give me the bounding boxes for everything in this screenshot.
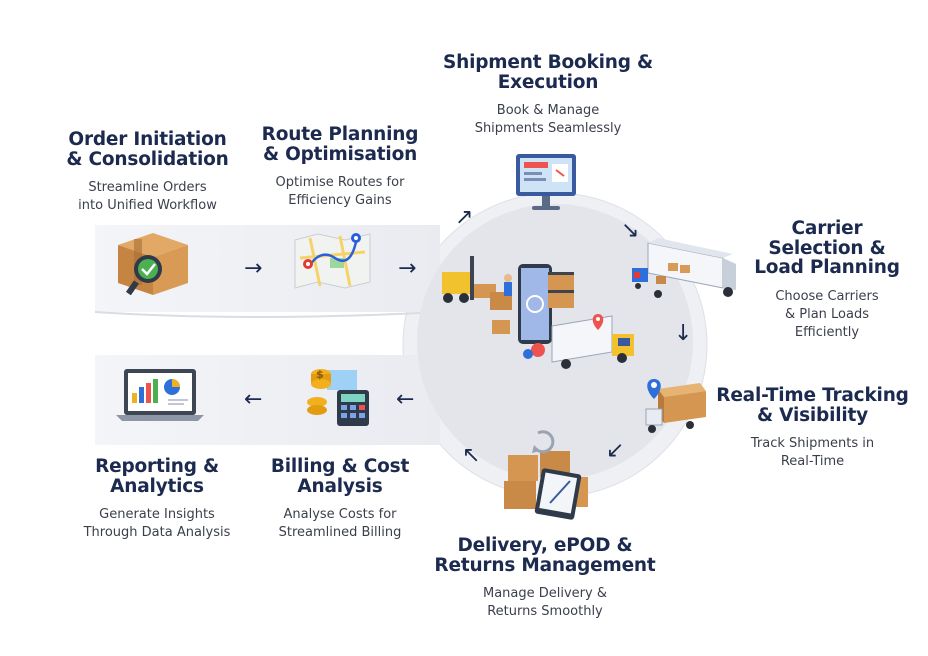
title-line: Delivery, ePOD & (457, 535, 633, 556)
title-line: Shipment Booking & (443, 52, 653, 73)
stage-description: Book & Manage Shipments Seamlessly (432, 102, 664, 138)
warehouse-logistics-icon (442, 256, 634, 369)
stage-carrier-selection: Carrier Selection & Load Planning Choose… (742, 219, 912, 342)
stage-shipment-booking: Shipment Booking & Execution Book & Mana… (432, 53, 664, 138)
title-line: Carrier (791, 218, 863, 239)
title-line: Order Initiation (68, 129, 227, 150)
stage-description: Manage Delivery & Returns Smoothly (425, 585, 665, 621)
stage-description: Analyse Costs for Streamlined Billing (255, 506, 425, 542)
desc-line: & Plan Loads (784, 306, 870, 322)
calculator-coins-icon: $ (307, 368, 369, 426)
desc-line: Through Data Analysis (83, 525, 231, 540)
desc-line: Streamline Orders (88, 180, 207, 195)
desc-line: Shipments Seamlessly (474, 121, 622, 136)
stage-title: Delivery, ePOD & Returns Management (425, 536, 665, 575)
title-line: & Consolidation (66, 148, 229, 170)
stage-title: Route Planning & Optimisation (250, 125, 430, 164)
title-line: Load Planning (754, 257, 900, 278)
truck-loading-icon (632, 238, 736, 298)
title-line: Returns Management (434, 554, 656, 576)
route-map-icon (294, 233, 371, 289)
stage-title: Billing & Cost Analysis (255, 457, 425, 496)
stage-description: Generate Insights Through Data Analysis (72, 506, 242, 542)
stage-billing: Billing & Cost Analysis Analyse Costs fo… (255, 457, 425, 542)
title-line: Execution (497, 71, 599, 93)
arrow-up-left-icon: ↖ (462, 443, 481, 468)
arrow-down-left-icon: ↙ (606, 438, 625, 463)
stage-title: Real-Time Tracking & Visibility (710, 386, 915, 425)
title-line: Billing & Cost (270, 456, 410, 477)
desc-line: Track Shipments in (750, 436, 875, 451)
title-line: Analytics (110, 475, 204, 497)
package-checkmark-icon (118, 233, 188, 296)
stage-title: Shipment Booking & Execution (432, 53, 664, 92)
svg-text:$: $ (316, 368, 324, 381)
arrow-left-icon: ← (396, 387, 415, 412)
title-line: Reporting & (95, 456, 219, 477)
stage-title: Order Initiation & Consolidation (55, 130, 240, 169)
arrow-right-icon: → (244, 256, 263, 281)
desc-line: Choose Carriers (775, 288, 879, 304)
desc-line: into Unified Workflow (78, 198, 217, 213)
monitor-booking-icon (516, 154, 576, 210)
truck-location-icon (645, 379, 706, 433)
desc-line: Analyse Costs for (283, 507, 397, 522)
arrow-down-icon: ↓ (674, 321, 693, 346)
desc-line: Streamlined Billing (278, 525, 402, 540)
stage-reporting: Reporting & Analytics Generate Insights … (72, 457, 242, 542)
stage-description: Optimise Routes for Efficiency Gains (250, 174, 430, 210)
arrow-left-icon: ← (244, 387, 263, 412)
arrow-up-right-icon: ↗ (455, 205, 474, 230)
stage-route-planning: Route Planning & Optimisation Optimise R… (250, 125, 430, 210)
stage-title: Reporting & Analytics (72, 457, 242, 496)
title-line: & Visibility (756, 404, 869, 426)
stage-order-initiation: Order Initiation & Consolidation Streaml… (55, 130, 240, 215)
stage-description: Streamline Orders into Unified Workflow (55, 179, 240, 215)
title-line: & Optimisation (262, 143, 418, 165)
desc-line: Efficiency Gains (288, 193, 392, 208)
stage-description: Track Shipments in Real-Time (710, 435, 915, 471)
desc-line: Efficiently (794, 324, 860, 340)
arrow-right-icon: → (398, 256, 417, 281)
desc-line: Generate Insights (99, 507, 215, 522)
stage-title: Carrier Selection & Load Planning (742, 219, 912, 278)
arrow-down-right-icon: ↘ (621, 218, 640, 243)
boxes-tablet-icon (504, 430, 588, 520)
desc-line: Returns Smoothly (487, 604, 603, 619)
title-line: Analysis (297, 475, 383, 497)
title-line: Route Planning (261, 124, 419, 145)
laptop-analytics-icon (116, 369, 204, 421)
title-line: Real-Time Tracking (716, 385, 909, 406)
desc-line: Optimise Routes for (275, 175, 405, 190)
title-line: Selection & (768, 237, 886, 259)
stage-delivery: Delivery, ePOD & Returns Management Mana… (425, 536, 665, 621)
stage-tracking: Real-Time Tracking & Visibility Track Sh… (710, 386, 915, 471)
desc-line: Book & Manage (496, 103, 600, 118)
desc-line: Manage Delivery & (482, 586, 607, 601)
desc-line: Real-Time (780, 454, 845, 469)
stage-description: Choose Carriers & Plan Loads Efficiently (742, 288, 912, 342)
